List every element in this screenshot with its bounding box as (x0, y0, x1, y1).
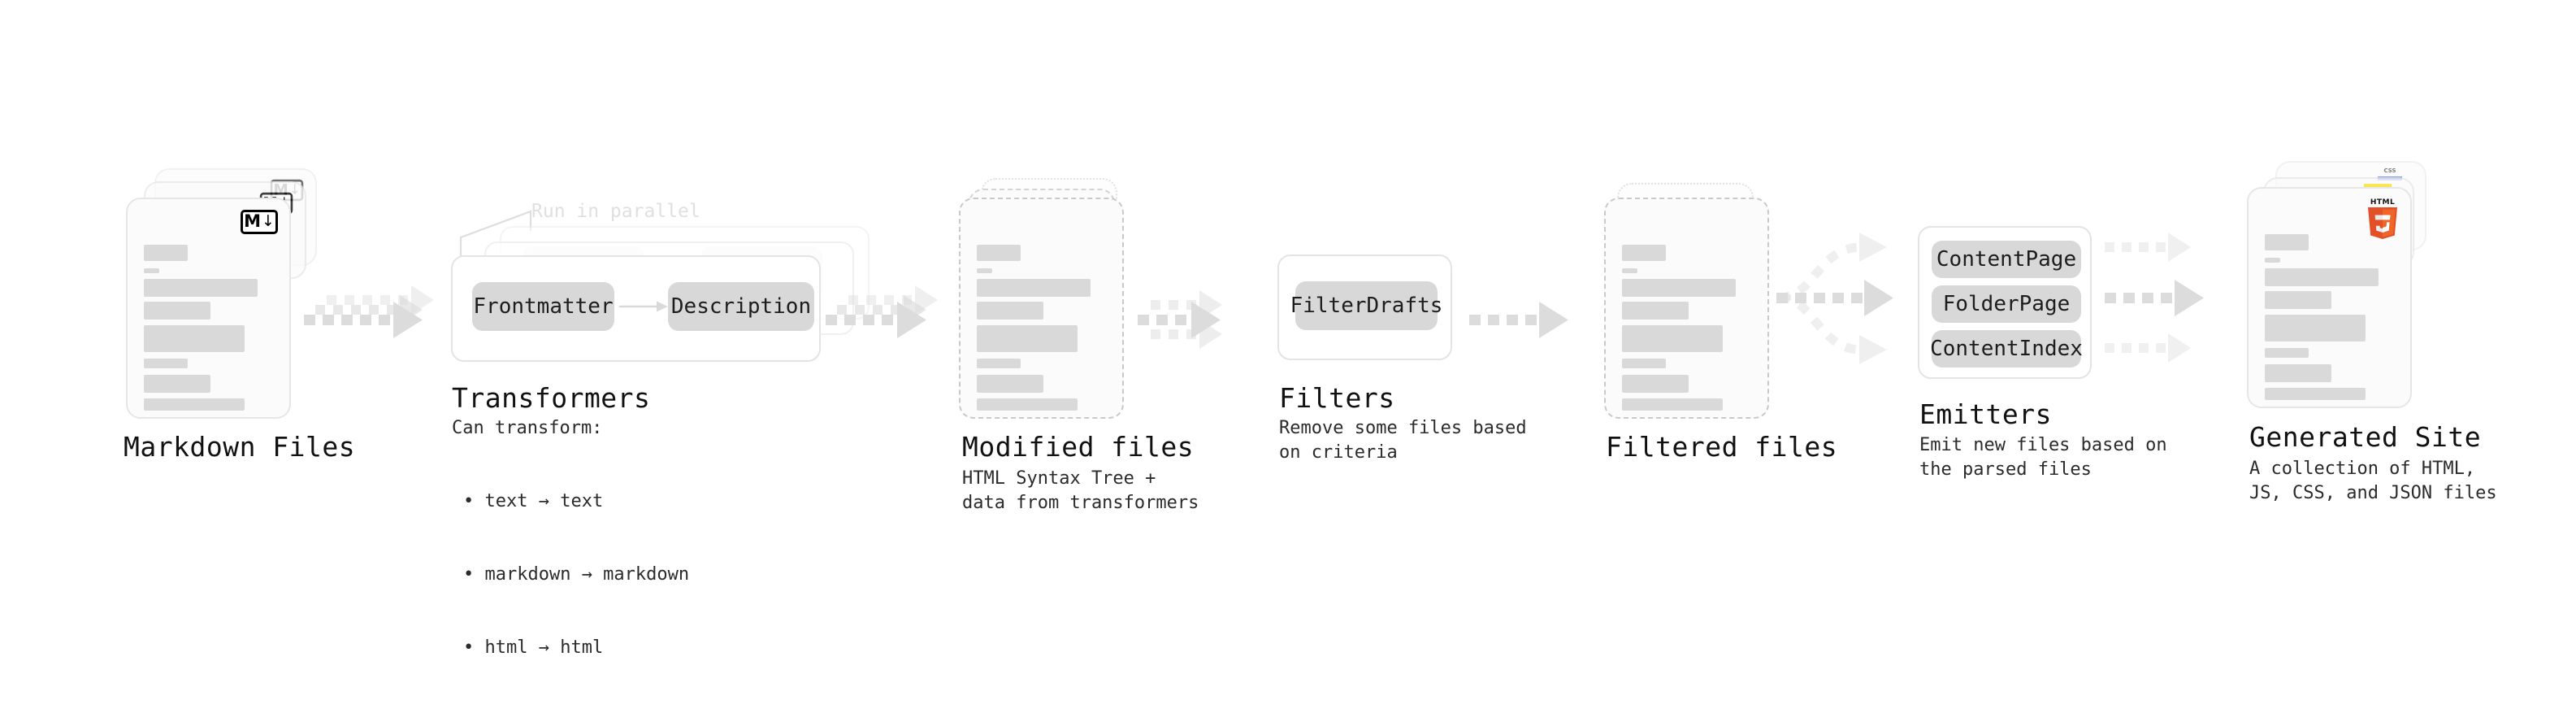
skeleton-line (2265, 258, 2280, 263)
skeleton-line (977, 279, 1091, 297)
skeleton-line (1622, 245, 1666, 261)
stage-title: Modified files (962, 431, 1195, 463)
skeleton-line (2265, 364, 2331, 382)
stage-title: Filters (1279, 382, 1395, 414)
stage-title: Transformers (452, 382, 651, 414)
generated-file-card-front: HTML (2247, 187, 2412, 408)
skeleton-line (2265, 268, 2379, 286)
skeleton-line (1622, 375, 1689, 393)
html5-badge-caption: HTML (2370, 198, 2396, 207)
skeleton-line (144, 245, 188, 261)
stage-title: Generated Site (2249, 421, 2482, 453)
skeleton-line (144, 375, 210, 393)
filters-chip-filterdrafts[interactable]: FilterDrafts (1290, 281, 1442, 330)
connector-transformers-to-modified (826, 272, 956, 354)
skeleton-line (977, 245, 1021, 261)
transform-bullet-item: • text → text (463, 491, 604, 511)
emitter-chip-folderpage[interactable]: FolderPage (1932, 285, 2081, 323)
run-in-parallel-bracket (459, 203, 557, 264)
transformer-arrow (619, 301, 668, 312)
stage-subtitle: Can transform: (452, 418, 603, 438)
transformer-chip-frontmatter[interactable]: Frontmatter (472, 282, 614, 331)
skeleton-line (977, 375, 1043, 393)
skeleton-line (977, 325, 1078, 352)
skeleton-line (977, 268, 992, 273)
skeleton-line (2265, 234, 2309, 250)
transform-bullet-item: • markdown → markdown (463, 564, 690, 585)
filters-panel: FilterDrafts (1277, 254, 1452, 360)
modified-file-card-front (959, 198, 1124, 419)
stage-subtitle: Emit new files based on the parsed files (1919, 435, 2167, 480)
transformer-panel-front: Frontmatter Description (451, 255, 821, 362)
stage-title: Emitters (1919, 398, 2052, 430)
connector-emitters-to-site (2105, 220, 2251, 382)
emitter-chip-contentindex[interactable]: ContentIndex (1930, 330, 2083, 368)
skeleton-line (2265, 388, 2366, 400)
connector-modified-to-filters (1138, 272, 1268, 354)
markdown-badge-letter: M (244, 211, 261, 231)
css3-badge-caption: CSS (2383, 167, 2396, 174)
stage-title: Filtered files (1606, 431, 1838, 463)
skeleton-line (1622, 279, 1736, 297)
pipeline-diagram: M ↓ M ↓ M ↓ Markdown Files (124, 161, 2497, 658)
run-in-parallel-label: Run in parallel (531, 201, 700, 222)
stage-title: Markdown Files (124, 431, 356, 463)
markdown-badge-icon: M ↓ (241, 210, 278, 234)
connector-md-to-transformers (304, 272, 434, 354)
stage-subtitle: HTML Syntax Tree + data from transformer… (962, 468, 1199, 513)
skeleton-line (977, 302, 1043, 320)
skeleton-line (2265, 348, 2309, 358)
transformer-chip-description[interactable]: Description (668, 282, 814, 331)
skeleton-line (2265, 291, 2331, 309)
skeleton-line (1622, 398, 1723, 411)
connector-filtered-to-emitters (1776, 220, 1923, 382)
skeleton-line (144, 325, 245, 352)
skeleton-line (977, 359, 1021, 368)
emitters-panel: ContentPage FolderPage ContentIndex (1918, 226, 2092, 379)
skeleton-line (144, 268, 159, 273)
skeleton-line (1622, 268, 1637, 273)
skeleton-line (1622, 359, 1666, 368)
skeleton-line (144, 302, 210, 320)
skeleton-line (144, 359, 188, 368)
transform-bullet-item: • html → html (463, 637, 604, 658)
skeleton-line (144, 279, 258, 297)
transform-bullet-list: • text → text • markdown → markdown • ht… (463, 441, 689, 709)
skeleton-line (144, 398, 245, 411)
skeleton-line (1622, 302, 1689, 320)
stage-subtitle: A collection of HTML, JS, CSS, and JSON … (2249, 459, 2497, 503)
filtered-file-card-front (1604, 198, 1769, 419)
emitter-chip-contentpage[interactable]: ContentPage (1932, 241, 2081, 278)
stage-subtitle: Remove some files based on criteria (1279, 418, 1527, 463)
connector-filters-to-filtered (1469, 272, 1583, 354)
markdown-file-card-front: M ↓ (126, 198, 291, 419)
markdown-badge-arrow: ↓ (261, 212, 275, 230)
skeleton-line (2265, 315, 2366, 341)
skeleton-line (1622, 325, 1723, 352)
skeleton-line (977, 398, 1078, 411)
html5-badge-icon: HTML (2366, 198, 2399, 239)
